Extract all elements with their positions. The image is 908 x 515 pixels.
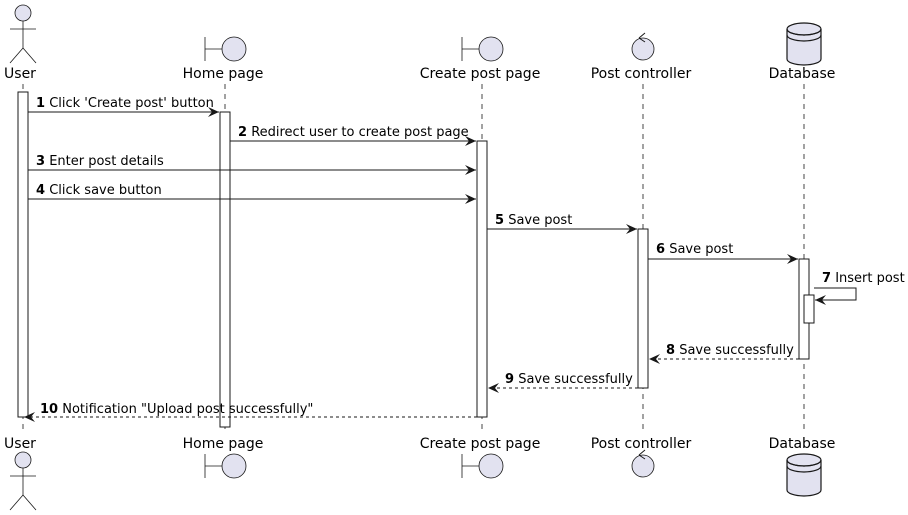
participant-label: Home page [183,66,264,82]
activation-ctrl [637,228,649,389]
message-label: 4 Click save button [36,183,162,198]
participant-label: User [4,66,36,82]
activation-db-nested [803,294,815,324]
participant-label: Create post page [420,66,541,82]
participant-label: Create post page [420,436,541,452]
message-label: 6 Save post [656,242,733,257]
control-icon [631,449,655,478]
database-icon [786,453,822,497]
messages: 1 Click 'Create post' button 2 Redirect … [24,96,905,422]
message-label: 3 Enter post details [36,154,164,169]
participant-label: Database [769,436,836,452]
participant-heads-top: User Home page Create post page Post con… [4,4,836,82]
activation-create [476,140,488,418]
boundary-icon [204,36,247,62]
activation-user [17,91,29,418]
participant-label: Post controller [591,436,692,452]
message-label: 7 Insert post [822,271,905,286]
message-label: 9 Save successfully [505,372,633,387]
message-label: 10 Notification "Upload post successfull… [40,402,313,417]
participant-heads-bottom: User Home page Create post page Post con… [4,436,836,511]
boundary-icon [461,36,504,62]
actor-icon [9,4,37,64]
message-arrow-self [814,287,857,305]
activation-home [219,111,231,428]
boundary-icon [461,453,504,479]
participant-label: User [4,436,36,452]
activation-bars [17,91,815,428]
control-icon [631,32,655,61]
participant-label: Home page [183,436,264,452]
message-label: 5 Save post [495,213,572,228]
participant-label: Post controller [591,66,692,82]
message-label: 2 Redirect user to create post page [238,125,469,140]
message-label: 1 Click 'Create post' button [36,96,214,111]
boundary-icon [204,453,247,479]
actor-icon [9,451,37,511]
participant-label: Database [769,66,836,82]
database-icon [786,22,822,66]
message-label: 8 Save successfully [666,343,794,358]
